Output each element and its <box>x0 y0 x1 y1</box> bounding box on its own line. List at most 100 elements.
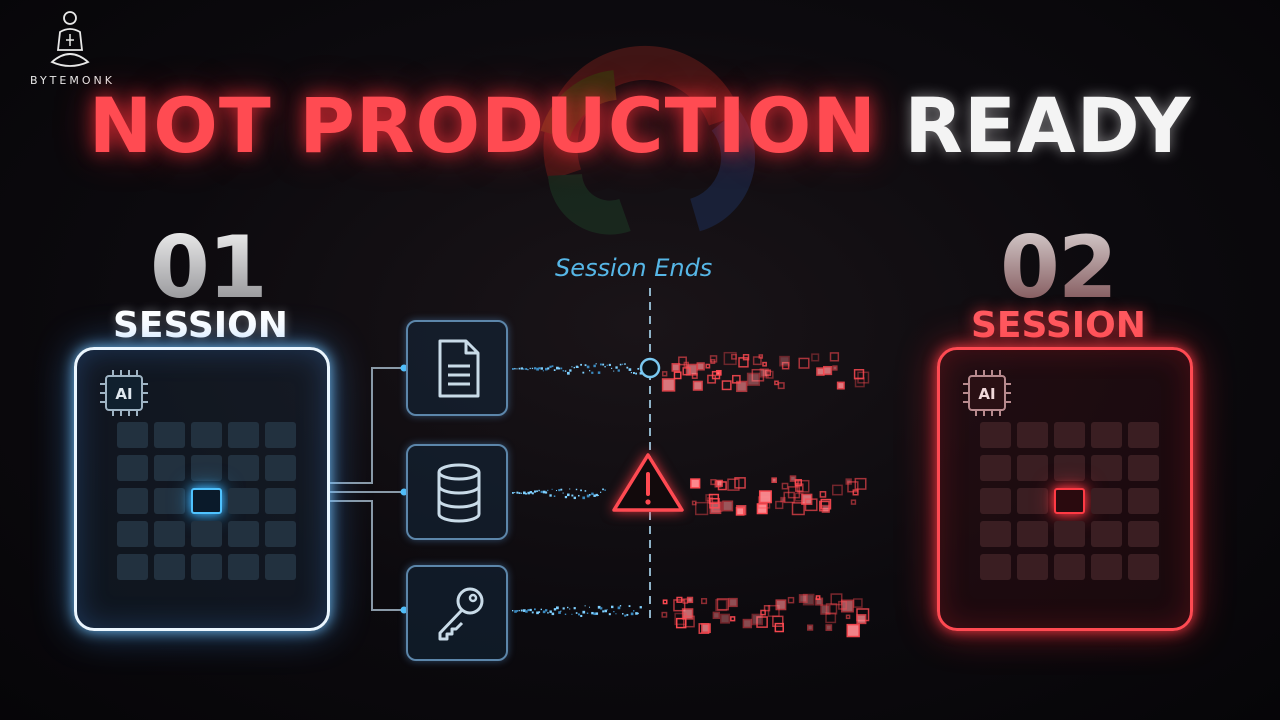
corrupted-fragment <box>759 368 769 378</box>
corrupted-fragment <box>715 479 723 487</box>
corrupted-fragment <box>829 352 840 362</box>
stream-particle <box>514 367 516 370</box>
ai-chip-icon: AI <box>963 370 1011 416</box>
stream-particle <box>622 363 624 365</box>
stream-particle <box>595 612 599 615</box>
stream-particle <box>531 611 534 614</box>
corrupted-fragment <box>732 374 741 384</box>
stream-particle <box>611 605 614 609</box>
corrupted-fragment <box>700 598 708 605</box>
stream-particle <box>606 609 608 611</box>
stream-particle <box>556 366 559 370</box>
corrupted-fragment <box>781 482 789 490</box>
stream-particle <box>575 365 579 368</box>
stream-particle <box>578 613 580 616</box>
stream-particle <box>558 367 561 370</box>
stream-particle <box>606 364 608 366</box>
memory-cell <box>117 521 148 547</box>
stream-particle <box>542 610 546 614</box>
corrupted-fragment <box>798 357 810 369</box>
corrupted-fragment <box>838 600 847 610</box>
session-ends-label: Session Ends <box>555 254 713 282</box>
brand-name: BYTEMONK <box>30 74 115 87</box>
stream-particle <box>578 366 580 368</box>
corrupted-fragment <box>832 365 838 371</box>
stream-particle <box>516 491 519 494</box>
memory-cell <box>265 521 296 547</box>
memory-cell <box>228 422 259 448</box>
corrupted-fragment <box>850 499 857 505</box>
stream-particle <box>569 488 571 490</box>
stream-particle <box>534 608 536 611</box>
corrupted-fragment <box>690 478 701 489</box>
corrupted-fragment <box>830 593 843 606</box>
stream-particle <box>523 368 525 370</box>
stream-particle <box>619 363 622 366</box>
memory-cell <box>1054 554 1085 580</box>
memory-cell <box>1017 554 1048 580</box>
memory-cell <box>1054 422 1085 448</box>
stream-particle <box>578 494 580 497</box>
memory-cell <box>1017 488 1048 514</box>
session-2-label: SESSION <box>971 305 1146 346</box>
stream-particle <box>560 367 563 370</box>
stream-particle <box>602 363 605 366</box>
stream-particle <box>549 610 552 613</box>
corrupted-fragment <box>696 362 705 371</box>
stream-particle <box>635 372 638 375</box>
stream-particle <box>556 489 558 492</box>
memory-cell <box>1054 455 1085 481</box>
stream-particle <box>558 611 561 614</box>
corrupted-fragment <box>734 477 746 489</box>
corrupted-fragment <box>709 497 720 509</box>
stream-particle <box>630 612 634 616</box>
corrupted-fragment <box>811 353 820 362</box>
memory-cell <box>265 488 296 514</box>
corrupted-fragment <box>846 623 860 638</box>
stream-particle <box>591 492 594 496</box>
corrupted-fragment <box>735 506 745 516</box>
stream-particle <box>622 613 624 615</box>
corrupted-fragment <box>804 498 818 512</box>
stream-particle <box>540 608 543 611</box>
corrupted-fragment <box>751 368 765 382</box>
stream-particle <box>516 610 519 612</box>
corrupted-fragment <box>727 478 740 491</box>
stream-particle <box>527 609 530 612</box>
stream-particle <box>611 367 613 369</box>
memory-cell <box>1091 488 1122 514</box>
corrupted-fragment <box>760 609 766 616</box>
session-2-number: 02 <box>1000 218 1118 318</box>
corrupted-fragment <box>682 615 695 628</box>
corrupted-fragment <box>758 490 772 504</box>
stream-particle <box>560 610 562 612</box>
stream-particle <box>639 606 642 609</box>
corrupted-fragment <box>854 477 867 490</box>
key-icon <box>438 587 484 641</box>
stream-particle <box>593 364 596 368</box>
memory-cell <box>154 455 185 481</box>
chip-label: AI <box>115 385 132 403</box>
corrupted-fragment <box>820 604 831 615</box>
stream-particle <box>514 610 517 613</box>
corrupted-fragment <box>683 361 689 368</box>
stream-particle <box>531 367 534 370</box>
memory-cell <box>117 488 148 514</box>
stream-particle <box>549 494 552 497</box>
stream-particle <box>529 367 531 370</box>
corrupted-fragment <box>661 378 676 392</box>
stream-particle <box>527 369 529 371</box>
stream-particle <box>624 614 627 617</box>
data-streams <box>512 351 870 638</box>
memory-cell <box>1128 422 1159 448</box>
stream-particle <box>573 366 575 369</box>
database-resource <box>406 444 508 540</box>
stream-particle <box>586 494 590 498</box>
corrupted-fragment <box>781 361 790 370</box>
stream-particle <box>630 371 633 374</box>
corrupted-fragment <box>716 598 729 611</box>
corrupted-fragment <box>762 361 767 367</box>
stream-particle <box>595 493 598 497</box>
memory-cell <box>1017 422 1048 448</box>
